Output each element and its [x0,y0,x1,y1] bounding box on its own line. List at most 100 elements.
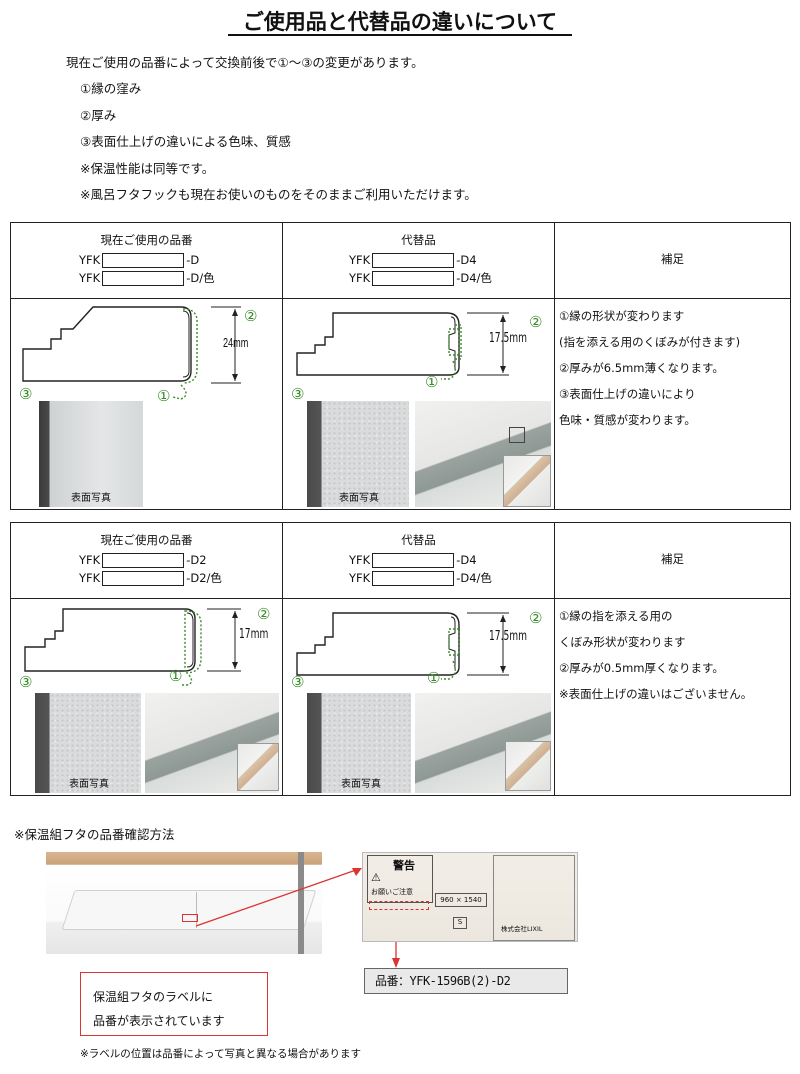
part-number-row: YFK-D4/色 [349,269,554,287]
thickness-label: 17mm [239,627,269,642]
marker-1: ① [427,669,441,687]
faucet-pipe [298,852,304,954]
warning-box [367,855,433,903]
surface-photo-label: 表面写真 [71,493,111,504]
pn-blank-box [372,271,455,286]
marker-3: ③ [19,385,33,403]
replacement-profile-diagram [296,612,509,680]
pn-suffix: -D [186,253,200,267]
comparison-table-2: 現在ご使用の品番 YFK-D2 YFK-D2/色 代替品 YFK-D4 YFK-… [10,522,791,796]
confirm-heading: ※保温組フタの品番確認方法 [14,827,175,842]
part-number-row: YFK-D2 [79,551,282,569]
pn-blank-box [102,553,185,568]
current-diagram-cell: 17mm ② ① ③ 表面写真 [10,598,283,796]
thickness-label: 17.5mm [489,331,527,346]
instruction-box [493,855,575,941]
intro-section: 現在ご使用の品番によって交換前後で①～③の変更があります。 ①縁の窪み ②厚み … [66,50,477,208]
pn-prefix: YFK [349,571,371,585]
note-line: ②厚みが6.5mm薄くなります。 [559,361,724,375]
label-partnumber-highlight [369,901,429,910]
note-header: 補足 [661,552,684,566]
note-line: ③表面仕上げの違いにより [559,387,696,401]
marker-2: ② [529,313,543,331]
finger-grip-photo [505,741,551,791]
pn-blank-box [372,571,455,586]
note-header-cell: 補足 [554,522,791,599]
surface-photo-label: 表面写真 [69,779,109,790]
part-number-row: YFK-D4 [349,251,554,269]
label-photo: 警告 ⚠ お願いご注意 960 × 1540 S 株式会社LIXIL [362,852,578,942]
label-caution-text: お願いご注意 [371,888,413,896]
zoom-box [509,427,525,443]
comparison-table-1: 現在ご使用の品番 YFK-D YFK-D/色 代替品 YFK-D4 YFK-D4… [10,222,791,510]
pn-prefix: YFK [79,271,101,285]
note-line: ①縁の形状が変わります [559,309,685,323]
part-number-row: YFK -D4 [349,551,554,569]
pn-prefix: YFK [349,553,371,567]
part-number-row: YFK-D/色 [79,269,282,287]
note-line: (指を添える用のくぼみが付きます) [559,335,741,349]
current-diagram-cell: 24mm ② ① ③ 表面写真 [10,298,283,510]
label-marker [182,914,198,922]
note-header-cell: 補足 [554,222,791,299]
replacement-header-cell: 代替品 YFK-D4 YFK-D4/色 [282,522,555,599]
pn-blank-box [102,253,185,268]
pn-suffix: -D4 [456,553,477,567]
label-zoom: 品番：YFK-1596B(2)-D2 [364,968,568,994]
current-header-cell: 現在ご使用の品番 YFK-D2 YFK -D2/色 [10,522,283,599]
note-cell: ①縁の形状が変わります (指を添える用のくぼみが付きます) ②厚みが6.5mm薄… [554,298,791,510]
surface-photo [307,693,411,793]
note-line: ②厚みが0.5mm厚くなります。 [559,661,724,675]
intro-item: ①縁の窪み [80,81,142,97]
callout-line: 品番が表示されています [93,1014,225,1028]
intro-lead: 現在ご使用の品番によって交換前後で①～③の変更があります。 [66,55,424,70]
current-header: 現在ご使用の品番 [100,233,193,247]
surface-photo [307,401,409,507]
notes-list: ①縁の形状が変わります (指を添える用のくぼみが付きます) ②厚みが6.5mm薄… [555,299,790,433]
pn-blank-box [102,271,185,286]
page-title: ご使用品と代替品の違いについて [242,10,558,34]
intro-item: ③表面仕上げの違いによる色味、質感 [80,134,291,150]
label-warning-text: 警告 [393,859,415,872]
marker-3: ③ [291,385,305,403]
lid-seam [196,892,197,928]
thickness-label: 24mm [223,335,249,350]
pn-suffix: -D2/色 [186,571,222,585]
pn-prefix: YFK [79,553,101,567]
surface-photo-label: 表面写真 [339,493,379,504]
note-line: ①縁の指を添える用の [559,609,673,623]
pn-prefix: YFK [349,253,371,267]
pn-prefix: YFK [79,571,101,585]
pn-suffix: -D4/色 [456,271,492,285]
marker-2: ② [244,307,258,325]
pn-blank-box [102,571,185,586]
logo-s-icon: S [453,917,467,929]
current-header: 現在ご使用の品番 [100,533,193,547]
label-size: 960 × 1540 [435,893,487,907]
part-number-row: YFK -D2/色 [79,569,282,587]
finger-grip-photo [503,455,551,507]
bath-room-photo [46,852,322,954]
surface-photo [39,401,143,507]
surface-photo-label: 表面写真 [341,779,381,790]
pn-suffix: -D4/色 [456,571,492,585]
marker-3: ③ [291,673,305,691]
footnote: ※ラベルの位置は品番によって写真と異なる場合があります [80,1048,361,1060]
callout-line: 保温組フタのラベルに [93,990,214,1004]
replacement-header-cell: 代替品 YFK-D4 YFK-D4/色 [282,222,555,299]
note-line: くぼみ形状が変わります [559,635,686,649]
marker-1: ① [157,387,171,405]
marker-1: ① [425,373,439,391]
current-header-cell: 現在ご使用の品番 YFK-D YFK-D/色 [10,222,283,299]
surface-photo [35,693,141,793]
finger-grip-photo [237,743,279,791]
current-profile-diagram [24,608,241,686]
marker-3: ③ [19,673,33,691]
part-number-row: YFK-D [79,251,282,269]
callout-box: 保温組フタのラベルに 品番が表示されています [80,972,268,1036]
marker-2: ② [529,609,543,627]
intro-item: ※保温性能は同等です。 [80,160,215,176]
intro-item: ※風呂フタフックも現在お使いのものをそのままご利用いただけます。 [80,187,477,203]
replacement-header: 代替品 [401,233,436,247]
note-line: ※表面仕上げの違いはございません。 [559,687,753,701]
